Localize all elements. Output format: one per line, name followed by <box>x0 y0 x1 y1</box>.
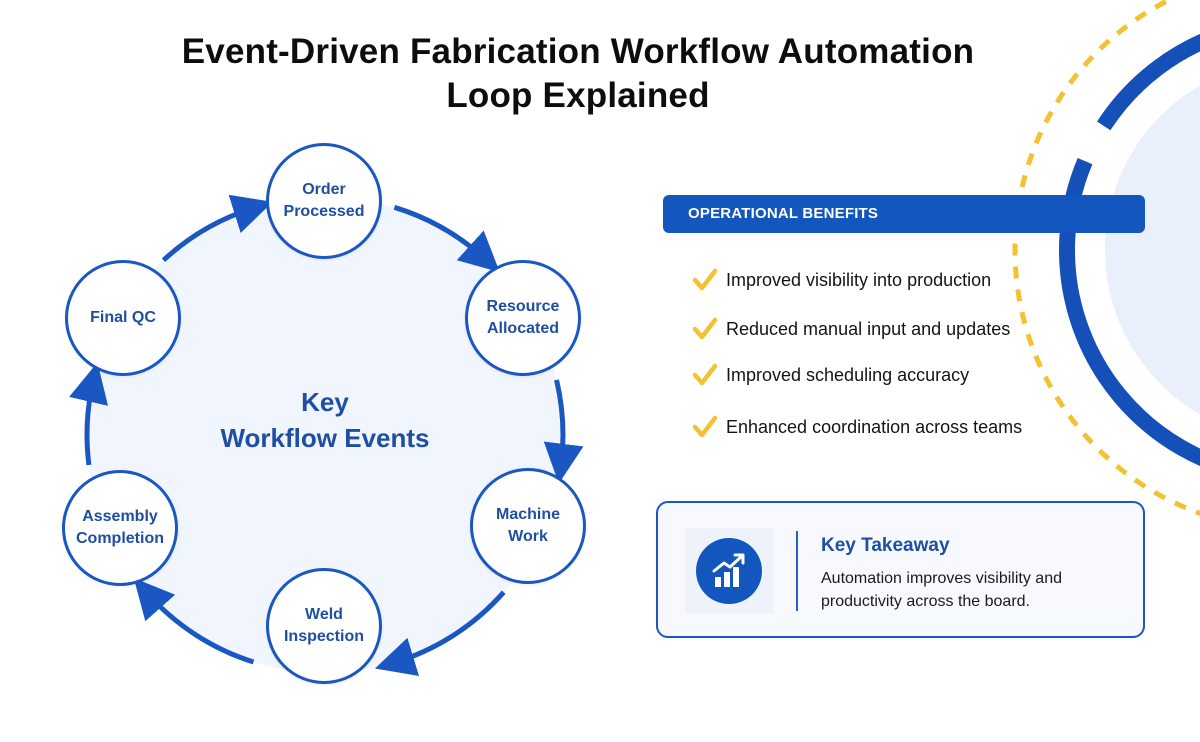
deco-blue-arc <box>1059 14 1200 486</box>
benefits-header: OPERATIONAL BENEFITS <box>663 195 1145 233</box>
node-label-1: Resource <box>486 298 560 315</box>
check-icon <box>692 317 718 340</box>
title-line-1: Event-Driven Fabrication Workflow Automa… <box>181 32 975 71</box>
check-icon <box>692 415 718 438</box>
check-icon <box>692 363 718 386</box>
benefit-text: Improved visibility into production <box>726 269 992 290</box>
arrow-icon <box>393 204 500 273</box>
takeaway-divider <box>796 531 798 611</box>
check-icon <box>692 268 718 291</box>
deco-dashed-arc <box>1012 0 1200 516</box>
takeaway-body: Automation improves visibility and produ… <box>821 570 1062 610</box>
arrow-icon <box>161 194 273 263</box>
node-label-1: Weld <box>305 606 343 623</box>
node-label-1: Final QC <box>90 309 156 326</box>
node-label-2: Allocated <box>486 320 559 337</box>
node-label-2: Completion <box>76 530 164 547</box>
arrow-icon <box>69 362 109 466</box>
node-final-qc: Final QC <box>65 260 181 376</box>
arrow-icon <box>133 578 255 665</box>
benefit-text: Improved scheduling accuracy <box>726 364 970 385</box>
center-line-2: Workflow Events <box>220 423 430 453</box>
benefit-item: Enhanced coordination across teams <box>692 412 1022 442</box>
benefit-item: Reduced manual input and updates <box>692 314 1010 344</box>
takeaway-icon-tile <box>685 528 773 614</box>
deco-filled-circle <box>1105 85 1200 415</box>
workflow-cycle <box>69 194 584 677</box>
node-label-2: Processed <box>283 203 365 220</box>
benefit-text: Enhanced coordination across teams <box>726 416 1023 437</box>
takeaway-card: Key Takeaway Automation improves visibil… <box>656 501 1145 638</box>
growth-chart-icon <box>696 538 762 604</box>
benefit-item: Improved visibility into production <box>692 265 991 295</box>
benefit-text: Reduced manual input and updates <box>726 318 1011 339</box>
arrow-icon <box>374 590 506 677</box>
node-label-1: Order <box>302 181 346 198</box>
center-line-1: Key <box>301 387 349 417</box>
node-label-2: Work <box>508 528 548 545</box>
node-label-1: Machine <box>495 506 560 523</box>
node-label-2: Inspection <box>283 628 364 645</box>
node-label-1: Assembly <box>82 508 158 525</box>
benefit-item: Improved scheduling accuracy <box>692 360 969 390</box>
cycle-center-label: Key Workflow Events <box>190 384 460 456</box>
arrow-icon <box>543 379 584 484</box>
takeaway-title: Key Takeaway <box>821 535 950 556</box>
page-title: Event-Driven Fabrication Workflow Automa… <box>0 30 1156 118</box>
title-line-2: Loop Explained <box>446 76 710 115</box>
cycle-background <box>87 197 563 673</box>
